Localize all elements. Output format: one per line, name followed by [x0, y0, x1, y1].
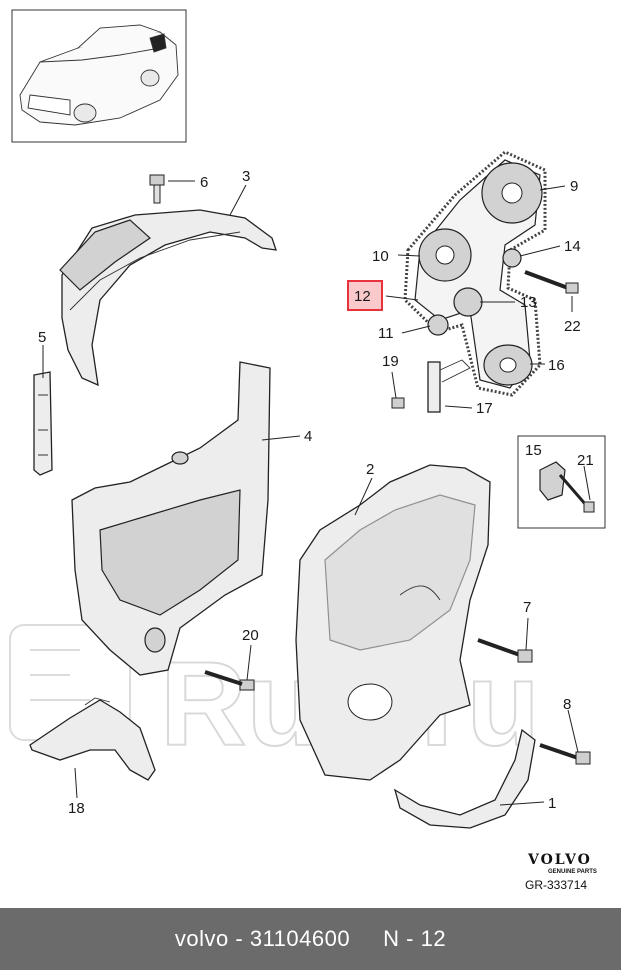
brand-tagline: GENUINE PARTS [548, 869, 597, 875]
brand-logo: VOLVO [527, 852, 592, 868]
callout-13: 13 [520, 294, 537, 311]
callout-6: 6 [200, 174, 208, 191]
footer-gap [350, 926, 383, 952]
part-outer-timing-cover [295, 464, 491, 781]
callout-22: 22 [564, 318, 581, 335]
callout-17: 17 [476, 400, 493, 417]
part-bolt-7 [477, 638, 533, 663]
part-clip-5 [33, 371, 53, 476]
callout-3: 3 [242, 168, 250, 185]
part-lower-bracket [29, 697, 156, 781]
part-lower-cover [393, 728, 536, 829]
callout-16: 16 [548, 357, 565, 374]
callout-5: 5 [38, 329, 46, 346]
callout-21: 21 [577, 452, 594, 469]
callout-12-highlight: 12 [347, 280, 383, 311]
parts-diagram: Ruli.ru [9, 9, 606, 892]
car-illustration [19, 24, 179, 126]
callout-18: 18 [68, 800, 85, 817]
part-bolt-8 [539, 743, 591, 765]
footer-separator-space [229, 926, 236, 952]
part-inner-timing-cover [71, 361, 271, 676]
part-upper-timing-cover [59, 209, 277, 387]
callout-19: 19 [382, 353, 399, 370]
diagram-reference: GR-333714 [525, 878, 587, 892]
footer-separator-space-2 [243, 926, 250, 952]
footer-part-number: 31104600 [249, 926, 351, 951]
callout-10: 10 [372, 248, 389, 265]
part-timing-belt-system [403, 150, 547, 397]
callout-8: 8 [563, 696, 571, 713]
part-bolt-22 [524, 270, 579, 294]
footer-brand: volvo [174, 926, 229, 951]
vehicle-location-inset [11, 9, 187, 143]
part-bolt-19 [391, 397, 405, 409]
footer-position: N - 12 [383, 926, 447, 951]
inset-box-tensioner [517, 435, 606, 529]
callout-12: 12 [354, 288, 371, 305]
part-tensioner-17 [427, 359, 471, 413]
callout-2: 2 [366, 461, 374, 478]
callout-14: 14 [564, 238, 581, 255]
callout-4: 4 [304, 428, 312, 445]
leader-lines [42, 180, 591, 806]
callout-15: 15 [525, 442, 542, 459]
part-number-footer: volvo - 31104600 N - 12 [0, 908, 621, 970]
part-bolt-6 [149, 174, 165, 204]
callout-9: 9 [570, 178, 578, 195]
brand-block: VOLVO GENUINE PARTS GR-333714 [525, 852, 597, 892]
callout-11: 11 [378, 325, 394, 342]
footer-separator: - [235, 926, 244, 951]
callout-7: 7 [523, 599, 531, 616]
callout-20: 20 [242, 627, 259, 644]
callout-1: 1 [548, 795, 556, 812]
